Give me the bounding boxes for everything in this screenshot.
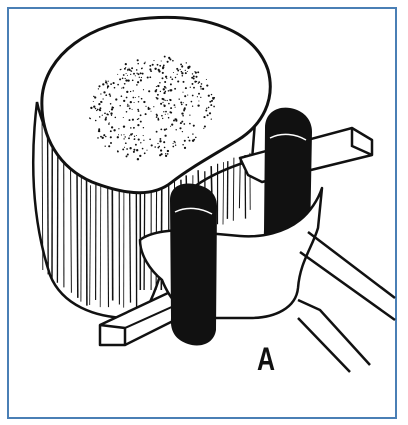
clamp-handle	[298, 232, 395, 372]
figure-label: A	[257, 343, 275, 375]
front-post	[170, 184, 217, 346]
